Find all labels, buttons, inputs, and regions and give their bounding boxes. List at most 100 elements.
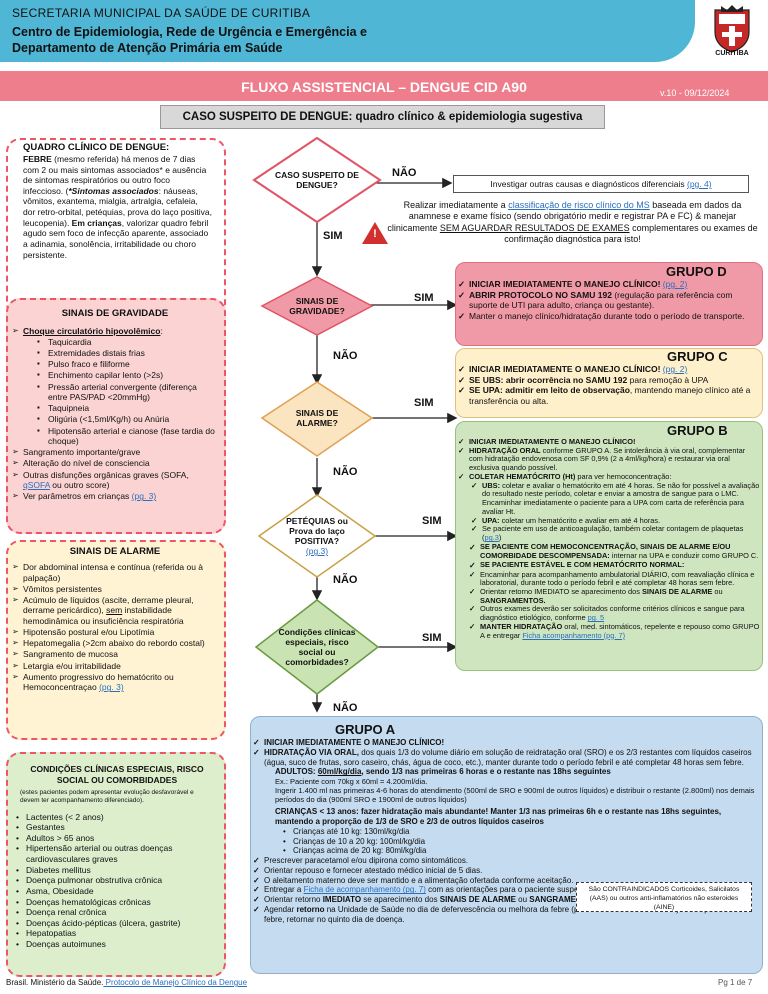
centro-title-line2: Departamento de Atenção Primária em Saúd…: [12, 41, 283, 55]
list-item: Crianças de 10 a 20 kg: 100ml/kg/dia: [283, 837, 759, 847]
list-item: Doenças hematológicas crônicas: [16, 897, 218, 908]
diamond-gravity-label: SINAIS DE GRAVIDADE?: [289, 295, 345, 316]
list-item: Dor abdominal intensa e contínua (referi…: [12, 562, 218, 583]
list-item: Encaminhar para acompanhamento ambulator…: [469, 570, 760, 588]
diamond-conditions-label: Condições clínicas especiais, risco soci…: [278, 626, 356, 668]
ms-classification-link[interactable]: classificação de risco clínico do MS: [508, 200, 650, 210]
list-item: Prescrever paracetamol e/ou dipirona com…: [253, 856, 759, 866]
label-sim-2: SIM: [414, 292, 434, 304]
ficha-link[interactable]: Ficha de acompanhamento (pg. 7): [303, 885, 426, 895]
gravity-title: SINAIS DE GRAVIDADE: [61, 308, 169, 319]
footer-reference: Brasil. Ministério da Saúde. Protocolo d…: [6, 978, 248, 987]
list-item: Enchimento capilar lento (>2s): [37, 370, 218, 381]
clinical-text: FEBRE (mesmo referida) há menos de 7 dia…: [23, 153, 212, 260]
list-item: SE UPA: admitir em leito de observação, …: [458, 385, 758, 406]
list-item: HIDRATAÇÃO VIA ORAL, dos quais 1/3 do vo…: [253, 748, 759, 768]
list-item: INICIAR IMEDIATAMENTE O MANEJO CLÍNICO! …: [458, 279, 758, 290]
grupo-b-title: GRUPO B: [667, 423, 728, 438]
list-item: Hipotensão postural e/ou Lipotímia: [12, 627, 218, 638]
list-item: COLETAR HEMATÓCRITO (Ht) para ver hemoco…: [458, 472, 760, 640]
grupo-c-list: INICIAR IMEDIATAMENTE O MANEJO CLÍNICO! …: [458, 364, 758, 407]
list-item: Asma, Obesidade: [16, 886, 218, 897]
label-sim-3: SIM: [414, 397, 434, 409]
list-item: Choque circulatório hipovolêmico: Taquic…: [12, 326, 218, 447]
risk-instruction: Realizar imediatamente a classificação d…: [387, 200, 758, 244]
grupo-b-content: INICIAR IMEDIATAMENTE O MANEJO CLÍNICO! …: [458, 437, 760, 640]
conditions-list: Lactentes (< 2 anos)GestantesAdultos > 6…: [16, 812, 218, 950]
list-item: Oligúria (<1,5ml/Kg/h) ou Anúria: [37, 414, 218, 425]
grupo-d-title: GRUPO D: [666, 264, 727, 279]
version-label: v.10 - 09/12/2024: [660, 88, 730, 98]
gravity-panel: SINAIS DE GRAVIDADE Choque circulatório …: [6, 298, 226, 534]
list-item: Entregar a Ficha de acompanhamento (pg. …: [253, 885, 759, 895]
qsofa-link[interactable]: qSOFA: [23, 480, 50, 491]
adult-detail: Ingerir 1.400 ml nas primeiras 4-6 horas…: [275, 786, 755, 805]
list-item: Orientar repouso e fornecer atestado méd…: [253, 866, 759, 876]
list-item: Letargia e/ou irritabilidade: [12, 661, 218, 672]
header-banner: [0, 0, 695, 62]
contraindication-box: São CONTRAINDICADOS Corticoides, Salicil…: [576, 882, 752, 912]
adult-example: Ex.: Paciente com 70kg x 60ml = 4.200ml/…: [275, 777, 428, 786]
grupo-c-title: GRUPO C: [667, 349, 728, 364]
conditions-title: CONDIÇÕES CLÍNICAS ESPECIAIS, RISCO SOCI…: [30, 764, 204, 785]
list-item: Extremidades distais frias: [37, 348, 218, 359]
list-item: Outros exames deverão ser solicitados co…: [469, 605, 760, 622]
list-item: INICIAR IMEDIATAMENTE O MANEJO CLÍNICO!: [458, 437, 760, 447]
pg3-link[interactable]: (pg. 3): [131, 491, 157, 502]
list-item: Agendar retorno na Unidade de Saúde no d…: [253, 905, 759, 925]
diamond-suspect-label: CASO SUSPEITO DE DENGUE?: [275, 169, 359, 190]
investigate-box: Investigar outras causas e diagnósticos …: [453, 175, 749, 193]
list-item: SE PACIENTE COM HEMOCONCENTRAÇÃO, SINAIS…: [469, 543, 760, 560]
child-block: CRIANÇAS < 13 anos: fazer hidratação mai…: [275, 807, 722, 827]
list-item: Outras disfunções orgânicas graves (SOFA…: [12, 470, 218, 491]
alarm-list: Dor abdominal intensa e contínua (referi…: [12, 562, 218, 693]
diamond-petequias: [257, 494, 377, 578]
list-item: Alteração do nível de consciencia: [12, 458, 218, 469]
pg3-link[interactable]: (pg. 3): [99, 682, 124, 693]
list-item: ABRIR PROTOCOLO NO SAMU 192 (regulação p…: [458, 290, 758, 311]
pg4-link[interactable]: (pg. 4): [686, 179, 712, 189]
grupo-a-content: INICIAR IMEDIATAMENTE O MANEJO CLÍNICO! …: [253, 738, 759, 924]
centro-title-line1: Centro de Epidemiologia, Rede de Urgênci…: [12, 25, 367, 39]
list-item: Vômitos persistentes: [12, 584, 218, 595]
shock-sublist: TaquicardiaExtremidades distais friasPul…: [23, 337, 218, 447]
diamond-conditions: [254, 599, 380, 695]
list-item: Ver parâmetros em crianças (pg. 3): [12, 491, 218, 502]
list-item: MANTER HIDRATAÇÃO oral, med. sintomático…: [469, 622, 760, 640]
list-item: Doenças ácido-pépticas (úlcera, gastrite…: [16, 918, 218, 929]
warning-icon: [362, 222, 388, 244]
conditions-panel: CONDIÇÕES CLÍNICAS ESPECIAIS, RISCO SOCI…: [6, 752, 226, 977]
curitiba-logo: [714, 5, 750, 53]
list-item: Pressão arterial convergente (diferença …: [37, 382, 218, 403]
list-item: HIDRATAÇÃO ORAL conforme GRUPO A. Se int…: [458, 446, 760, 473]
list-item: Hipertensão arterial ou outras doenças c…: [16, 843, 218, 864]
list-item: Hepatomegalia (>2cm abaixo do rebordo co…: [12, 638, 218, 649]
list-item: Hepatopatias: [16, 928, 218, 939]
list-item: Adultos > 65 anos: [16, 833, 218, 844]
page-number: Pg 1 de 7: [718, 978, 753, 987]
alarm-title: SINAIS DE ALARME: [69, 546, 161, 557]
list-item: INICIAR IMEDIATAMENTE O MANEJO CLÍNICO! …: [458, 364, 758, 375]
ficha-link[interactable]: Ficha acompanhamento (pg. 7): [522, 630, 626, 640]
logo-text: CURITIBA: [715, 50, 749, 57]
title-bar: [0, 71, 768, 101]
list-item: Manter o manejo clínico/hidratação duran…: [458, 311, 758, 322]
list-item: Crianças acima de 20 kg: 80ml/kg/dia: [283, 846, 759, 856]
list-item: Taquicardia: [37, 337, 218, 348]
list-item: Lactentes (< 2 anos): [16, 812, 218, 823]
grupo-d-list: INICIAR IMEDIATAMENTE O MANEJO CLÍNICO! …: [458, 279, 758, 322]
label-nao-3: NÃO: [333, 466, 358, 478]
list-item: Gestantes: [16, 822, 218, 833]
list-item: Taquipneia: [37, 403, 218, 414]
list-item: Doenças autoimunes: [16, 939, 218, 950]
gravity-list: Choque circulatório hipovolêmico: Taquic…: [12, 326, 218, 502]
protocol-link[interactable]: Protocolo de Manejo Clínico da Dengue: [103, 978, 248, 987]
secretaria-title: SECRETARIA MUNICIPAL DA SAÚDE DE CURITIB…: [12, 6, 311, 20]
adult-block: ADULTOS: 60ml/kg/dia, sendo 1/3 nas prim…: [275, 767, 611, 777]
case-title: CASO SUSPEITO DE DENGUE: quadro clínico …: [160, 105, 605, 129]
list-item: Se paciente em uso de anticoagulação, ta…: [471, 525, 760, 542]
list-item: SE UBS: abrir ocorrência no SAMU 192 par…: [458, 375, 758, 386]
list-item: Orientar retorno IMEDIATO se apareciment…: [469, 587, 760, 605]
label-nao-4: NÃO: [333, 574, 358, 586]
